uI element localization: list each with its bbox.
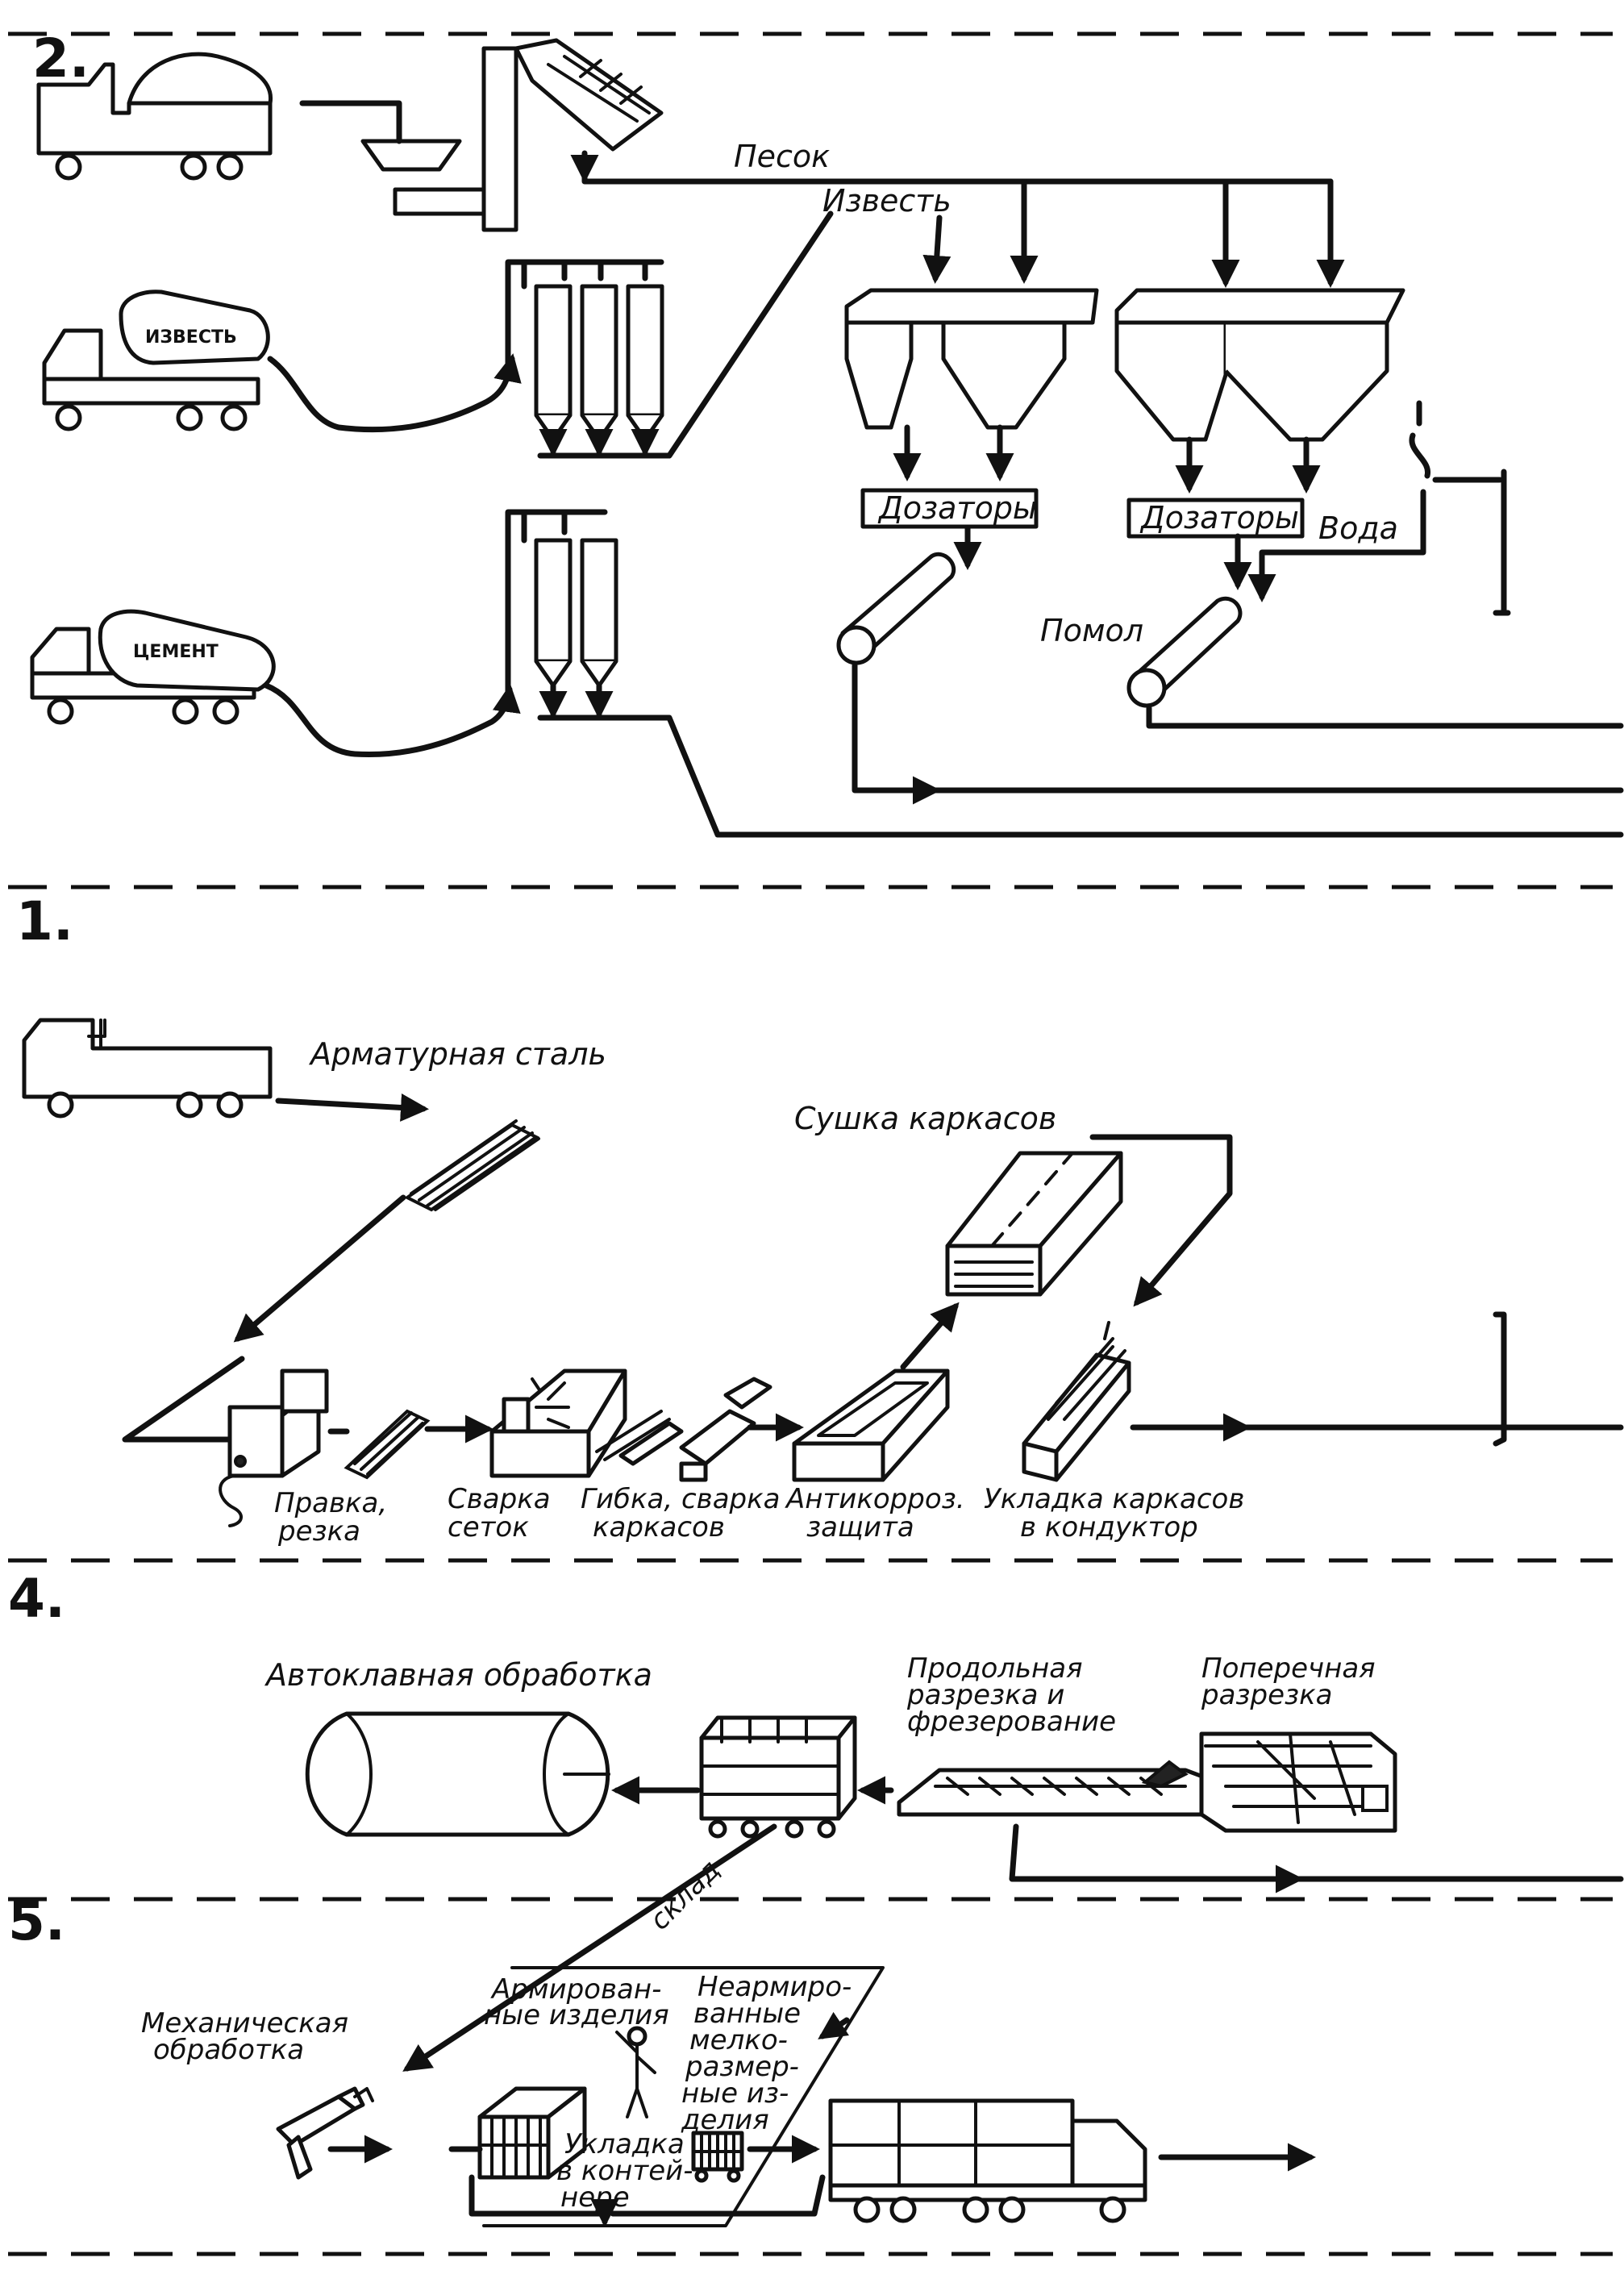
label-autoclave: Автоклавная обработка	[264, 1657, 652, 1693]
reinforced-container-stack-icon	[477, 2086, 587, 2180]
section-number-1: 1.	[16, 890, 73, 952]
label-longitudinal-2: разрезка и	[906, 1679, 1064, 1711]
label-machining-1: Механическая	[141, 2007, 348, 2039]
shipping-truck-icon	[828, 2098, 1147, 2223]
bunkers-group-2-icon	[1114, 288, 1405, 442]
label-transverse-1: Поперечная	[1201, 1652, 1376, 1685]
label-unreinforced-4: размер-	[685, 2051, 799, 2083]
bunkers-group-1-icon	[844, 288, 1099, 430]
label-transverse-2: разрезка	[1201, 1679, 1332, 1711]
unreinforced-cart-icon	[691, 2131, 744, 2183]
label-lime: Известь	[822, 183, 951, 219]
ball-mill-1-icon	[836, 552, 956, 665]
label-sand: Песок	[734, 139, 830, 174]
label-machining-2: обработка	[153, 2034, 304, 2066]
label-dosers-2: Дозаторы	[1139, 500, 1299, 535]
autoclave-cart-icon	[699, 1715, 857, 1839]
label-unreinforced-5: ные из-	[681, 2077, 789, 2110]
label-unreinforced-3: мелко-	[689, 2024, 788, 2056]
label-frame-laying-2: в кондуктор	[1020, 1511, 1198, 1544]
straightening-machine-icon	[219, 1369, 329, 1527]
label-mesh-welding-2: сеток	[448, 1511, 529, 1544]
label-longitudinal-3: фрезерование	[907, 1706, 1116, 1738]
label-container-1: Укладка	[564, 2128, 685, 2160]
label-dosers-1: Дозаторы	[877, 490, 1037, 526]
sand-truck-icon	[36, 52, 273, 181]
rebar-coil-icon	[344, 1409, 431, 1480]
label-frame-drying: Сушка каркасов	[794, 1101, 1056, 1136]
autoclave-icon	[305, 1711, 610, 1837]
rebar-bundle-icon	[404, 1119, 540, 1212]
ball-mill-2-icon	[1126, 596, 1243, 708]
label-unreinforced-1: Неармиро-	[697, 1971, 852, 2003]
mesh-welding-machine-icon	[489, 1369, 627, 1478]
label-straighten-cut-2: резка	[277, 1515, 360, 1548]
label-reinforced-2: ные изделия	[484, 1999, 669, 2031]
label-grinding: Помол	[1040, 613, 1143, 648]
lime-silos-icon	[505, 259, 664, 442]
label-unreinforced-2: ванные	[693, 1998, 801, 2030]
machining-part-icon	[276, 2086, 374, 2180]
label-mesh-welding-1: Сварка	[448, 1483, 551, 1515]
label-container-2: в контей-	[556, 2155, 693, 2187]
dosers-1-box	[860, 488, 1039, 529]
label-container-3: нере	[560, 2181, 630, 2214]
frame-bending-icon	[595, 1377, 772, 1482]
section-number-2: 2.	[32, 27, 90, 90]
cement-tank-label: ЦЕМЕНТ	[133, 642, 219, 662]
label-unreinforced-6: делия	[681, 2104, 769, 2136]
longitudinal-cutting-line-icon	[897, 1760, 1220, 1817]
anticorrosion-bath-icon	[792, 1369, 950, 1482]
worker-figure-icon	[615, 2026, 656, 2118]
lime-tanker-icon: ИЗВЕСТЬ	[42, 290, 270, 431]
lime-tank-label: ИЗВЕСТЬ	[145, 327, 237, 348]
label-frame-laying-1: Укладка каркасов	[984, 1483, 1244, 1515]
sand-hopper-elevator-icon	[360, 38, 664, 232]
section-number-5: 5.	[8, 1890, 65, 1952]
label-reinforced-1: Армирован-	[490, 1973, 661, 2006]
label-longitudinal-1: Продольная	[907, 1652, 1083, 1685]
cement-silos-icon	[505, 509, 618, 697]
label-bend-weld-1: Гибка, сварка	[581, 1483, 781, 1515]
label-anticorrosion-1: Антикорроз.	[785, 1483, 965, 1515]
transverse-cutting-machine-icon	[1199, 1731, 1397, 1833]
steel-flatbed-truck-icon	[22, 1018, 273, 1119]
label-bend-weld-2: каркасов	[593, 1511, 725, 1544]
dosers-2-box	[1126, 498, 1305, 539]
label-rebar-steel: Арматурная сталь	[308, 1036, 606, 1072]
label-straighten-cut-1: Правка,	[274, 1487, 387, 1519]
label-anticorrosion-2: защита	[806, 1511, 914, 1544]
label-water: Вода	[1318, 510, 1398, 546]
section-number-4: 4.	[8, 1568, 65, 1630]
drying-chamber-icon	[945, 1151, 1123, 1297]
frame-laying-conductor-icon	[1022, 1321, 1131, 1482]
cement-tanker-icon: ЦЕМЕНТ	[30, 609, 276, 725]
